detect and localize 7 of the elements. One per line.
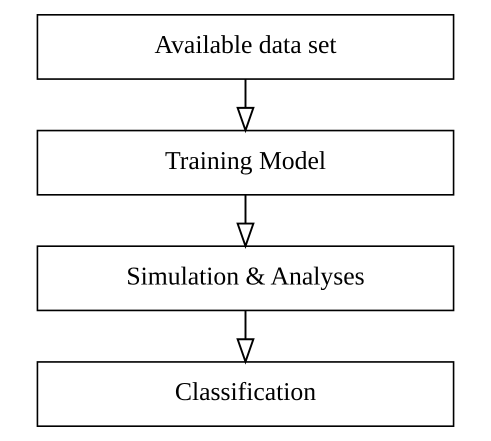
- node-box: Classification: [36, 361, 454, 427]
- arrow: [236, 310, 255, 365]
- node-box: Simulation & Analyses: [36, 245, 454, 312]
- arrow: [236, 195, 255, 249]
- node-box: Training Model: [36, 130, 454, 196]
- arrow: [236, 79, 255, 134]
- node-box: Available data set: [36, 14, 454, 80]
